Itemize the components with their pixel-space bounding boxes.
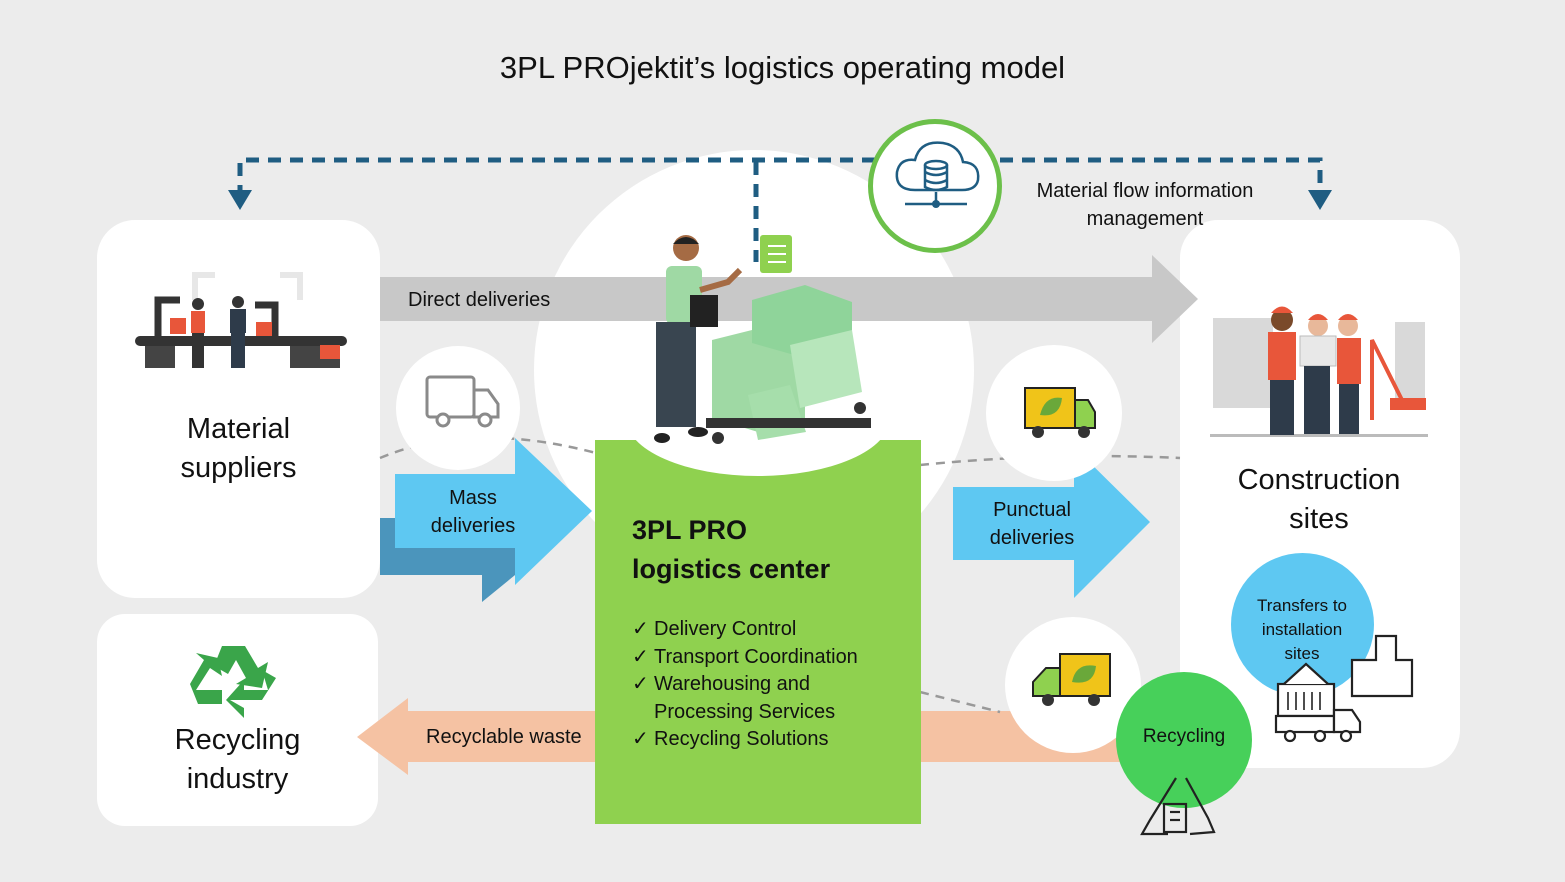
mass-deliveries-label: Mass deliveries — [408, 484, 538, 540]
dashed-line-lower — [919, 690, 1001, 714]
center-title-line1: 3PL PRO — [632, 515, 748, 545]
construction-label-line1: Construction — [1237, 464, 1401, 496]
mass-deliveries-arrow — [395, 438, 592, 585]
punctual-deliveries-arrow — [953, 447, 1150, 598]
logistics-center-title: 3PL PRO logistics center — [632, 511, 830, 589]
suppliers-label: Material suppliers — [97, 410, 380, 488]
mass-deliveries-line2: deliveries — [430, 515, 516, 537]
punctual-deliveries-label: Punctual deliveries — [965, 496, 1099, 552]
check-icon: ✓ — [632, 728, 649, 750]
mass-deliveries-line1: Mass — [449, 487, 497, 509]
service-label: Recycling Solutions — [654, 728, 829, 750]
suppliers-label-line2: suppliers — [180, 452, 297, 484]
service-label: Delivery Control — [654, 618, 797, 640]
service-item: ✓Recycling Solutions — [632, 726, 858, 754]
info-arrow-right — [1308, 190, 1332, 210]
recycling-badge-circle — [1116, 672, 1252, 808]
info-flow-lines — [237, 157, 1323, 262]
check-icon: ✓ — [632, 645, 649, 668]
construction-label: Construction sites — [1180, 461, 1458, 539]
info-flow-label-line2: management — [1086, 208, 1204, 230]
punctual-deliveries-line1: Punctual — [993, 499, 1071, 521]
transfers-label-line1: Transfers to — [1256, 596, 1348, 615]
suppliers-card — [97, 220, 380, 598]
recycling-badge-label: Recycling — [1142, 726, 1226, 747]
service-item: ✓Delivery Control — [632, 616, 858, 644]
recyclable-waste-label: Recyclable waste — [426, 726, 582, 748]
service-label: Warehousing and — [654, 673, 811, 695]
recycling-industry-label-line1: Recycling — [174, 724, 301, 756]
logistics-center-box — [595, 440, 921, 824]
direct-deliveries-label: Direct deliveries — [408, 289, 551, 311]
transfers-badge-label: Transfers to installation sites — [1231, 594, 1373, 666]
service-label: Transport Coordination — [654, 645, 858, 668]
punctual-deliveries-line2: deliveries — [989, 527, 1075, 549]
info-flow-label: Material flow information management — [1010, 177, 1280, 233]
diagram-title: 3PL PROjektit’s logistics operating mode… — [499, 50, 1066, 85]
services-list: ✓Delivery Control ✓Transport Coordinatio… — [632, 616, 858, 754]
service-label: Processing Services — [654, 700, 836, 723]
recycling-industry-label: Recycling industry — [97, 721, 378, 799]
info-arrow-left — [228, 190, 252, 210]
transfers-label-line3: sites — [1284, 644, 1320, 663]
service-item: ✓Warehousing and — [632, 671, 858, 699]
transfers-label-line2: installation — [1261, 620, 1343, 639]
recycling-industry-card — [97, 614, 378, 826]
cloud-info-circle — [868, 119, 1002, 253]
service-item: Processing Services — [632, 699, 858, 727]
center-title-line2: logistics center — [632, 554, 831, 584]
suppliers-label-line1: Material — [186, 413, 291, 445]
service-item: ✓Transport Coordination — [632, 644, 858, 672]
check-icon: ✓ — [632, 618, 649, 640]
recycling-industry-label-line2: industry — [186, 763, 289, 795]
construction-label-line2: sites — [1289, 503, 1349, 535]
check-icon: ✓ — [632, 673, 649, 695]
info-flow-label-line1: Material flow information — [1036, 180, 1254, 202]
